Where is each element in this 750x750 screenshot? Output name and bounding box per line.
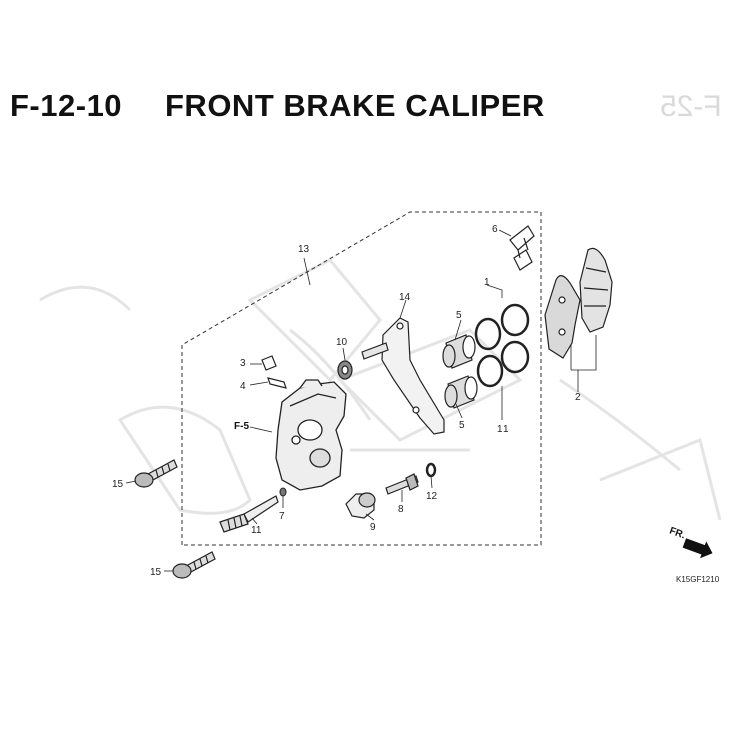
- callout-6: 6: [492, 224, 498, 235]
- fr-label: FR.: [668, 526, 687, 542]
- brake-pad-front: [544, 275, 581, 359]
- flange-bolt-lower: [172, 551, 216, 579]
- leader-lines: [125, 229, 597, 572]
- callout-labels: 1 1 1 2 3 4 F-5 5 5 6 7 8 9 10 11 12 13 …: [112, 224, 581, 578]
- piston-seals: [474, 303, 530, 388]
- pistons: [442, 334, 478, 409]
- callout-12: 12: [426, 491, 438, 502]
- pin-boot: [337, 360, 353, 380]
- callout-9: 9: [370, 522, 376, 533]
- washer-12: [425, 462, 437, 478]
- callout-11: 11: [251, 525, 262, 536]
- callout-15b: 15: [150, 567, 162, 578]
- sealing-washer: [279, 487, 287, 497]
- banjo-bolt: [345, 492, 376, 519]
- brake-pad-rear: [579, 247, 613, 333]
- callout-f5: F-5: [234, 421, 249, 432]
- slide-pin: [219, 495, 279, 533]
- caliper-bracket: [361, 317, 445, 435]
- section-code: F-12-10: [10, 88, 123, 123]
- page-title: FRONT BRAKE CALIPER: [165, 88, 545, 123]
- callout-5b: 5: [459, 420, 465, 431]
- callout-7: 7: [279, 511, 285, 522]
- callout-14: 14: [399, 292, 411, 303]
- callout-1c: 1: [503, 424, 509, 435]
- assembly-outline: [181, 211, 542, 546]
- callout-15a: 15: [112, 479, 124, 490]
- bleeder-screw-and-cap: [261, 355, 287, 389]
- callout-1b: 1: [497, 424, 503, 435]
- flange-bolt-upper: [134, 459, 178, 488]
- front-direction-indicator: FR.: [668, 526, 713, 559]
- callout-1a: 1: [484, 277, 490, 288]
- pad-spring: [509, 225, 535, 271]
- callout-5a: 5: [456, 310, 462, 321]
- callout-2: 2: [575, 392, 581, 403]
- callout-13: 13: [298, 244, 310, 255]
- fr-arrow-icon: [682, 538, 713, 559]
- background-watermark: [39, 258, 722, 521]
- callout-3: 3: [240, 358, 246, 369]
- diagram-code: K15GF1210: [676, 575, 720, 584]
- callout-8: 8: [398, 504, 404, 515]
- caliper-body: [275, 379, 347, 491]
- callout-4: 4: [240, 381, 246, 392]
- callout-10: 10: [336, 337, 348, 348]
- bolt-8: [385, 473, 419, 495]
